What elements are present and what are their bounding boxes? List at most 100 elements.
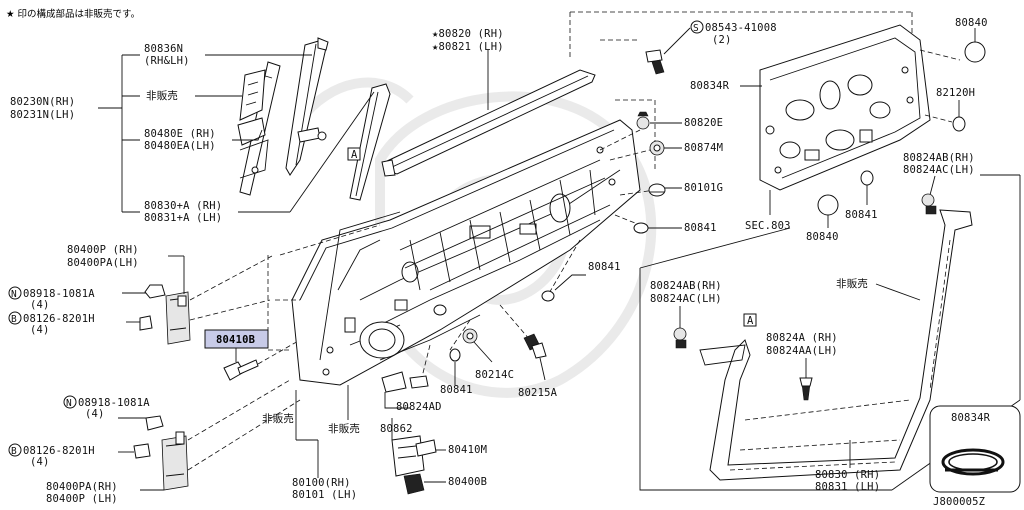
- n-circle-lower: N: [63, 395, 77, 409]
- label-80231n: 80231N(LH): [10, 109, 75, 121]
- label-80824ad: 80824AD: [396, 401, 442, 413]
- label-80824ab-top: 80824AB(RH): [903, 152, 975, 164]
- svg-text:B: B: [11, 314, 17, 325]
- plug-82120h: [952, 116, 966, 132]
- label-80824ab-mid: 80824AB(RH): [650, 280, 722, 292]
- upper-hinge-part: [126, 255, 273, 345]
- label-80230n: 80230N(RH): [10, 96, 75, 108]
- b-circle-upper: B: [8, 311, 22, 325]
- label-80480ea: 80480EA(LH): [144, 140, 216, 152]
- label-80862: 80862: [380, 423, 413, 435]
- plug-80840-b: [817, 194, 839, 216]
- label-80834r-inset: 80834R: [951, 412, 991, 424]
- label-hihanbai-4: 非販売: [836, 277, 868, 290]
- inset-80834r: [929, 405, 1021, 493]
- clip-80824a: [799, 377, 813, 401]
- ref-a-box-upper: A: [347, 147, 361, 161]
- label-08126-8201h-upper: 08126-8201H: [23, 313, 95, 325]
- svg-text:B: B: [11, 446, 17, 457]
- label-qty4-upper-n: (4): [30, 299, 50, 311]
- label-08126-8201h-lower: 08126-8201H: [23, 445, 95, 457]
- label-80215a: 80215A: [518, 387, 558, 399]
- label-80400pa: 80400PA(LH): [67, 257, 139, 269]
- label-80824aa: 80824AA(LH): [766, 345, 838, 357]
- label-08543-41008: 08543-41008: [705, 22, 777, 34]
- label-qty4-lower-n: (4): [85, 408, 105, 420]
- screw-08543: [645, 49, 665, 75]
- svg-text:N: N: [11, 289, 17, 300]
- svg-text:A: A: [351, 149, 358, 161]
- clip-80824ad: [381, 371, 429, 393]
- label-sec803: SEC.803: [745, 220, 791, 232]
- door-lock-part: [391, 418, 437, 495]
- note-text: ★ 印の構成部品は非販売です。: [6, 8, 140, 20]
- label-08918-1081a-upper: 08918-1081A: [23, 288, 95, 300]
- ref-a-box-lower: A: [743, 313, 757, 327]
- door-shell-part: [291, 119, 641, 386]
- clip-80824ab-top: [921, 193, 937, 215]
- seal-80841-c: [449, 348, 461, 362]
- label-80831a: 80831+A (LH): [144, 212, 222, 224]
- label-80841-c: 80841: [440, 384, 473, 396]
- left-leader-lines: [98, 54, 375, 213]
- n-circle-upper: N: [8, 286, 22, 300]
- label-80830a: 80830+A (RH): [144, 200, 222, 212]
- label-80831: 80831 (LH): [815, 481, 880, 493]
- label-80820e: 80820E: [684, 117, 723, 129]
- label-qty4-upper-b: (4): [30, 324, 50, 336]
- label-80400pa-rh: 80400PA(RH): [46, 481, 118, 493]
- label-80824ac-top: 80824AC(LH): [903, 164, 975, 176]
- seal-80841-b: [541, 290, 555, 302]
- label-80830: 80830 (RH): [815, 469, 880, 481]
- label-80480e: 80480E (RH): [144, 128, 216, 140]
- label-hihanbai-1: 非販売: [146, 89, 178, 102]
- label-80100: 80100(RH): [292, 477, 351, 489]
- label-80410m: 80410M: [448, 444, 487, 456]
- label-80400p: 80400P (RH): [67, 244, 139, 256]
- clip-80820e: [636, 111, 650, 130]
- clip-80874m: [649, 140, 665, 156]
- clip-80824ab-mid: [673, 327, 687, 349]
- label-80836n-sub: (RH&LH): [144, 55, 190, 67]
- part-80410b-highlight[interactable]: 80410B: [204, 329, 269, 349]
- lower-hinge-part: [118, 379, 301, 491]
- label-08918-1081a-lower: 08918-1081A: [78, 397, 150, 409]
- label-80824ac-mid: 80824AC(LH): [650, 293, 722, 305]
- plug-80840-a: [964, 41, 986, 63]
- label-80400p-lh: 80400P (LH): [46, 493, 118, 505]
- label-80874m: 80874M: [684, 142, 723, 154]
- label-qty2: (2): [712, 34, 732, 46]
- label-80841-b: 80841: [588, 261, 621, 273]
- label-80400b: 80400B: [448, 476, 487, 488]
- belt-molding-part: [381, 69, 596, 177]
- b-circle-lower: B: [8, 443, 22, 457]
- s-circle: S: [690, 20, 704, 34]
- label-80836n: 80836N: [144, 43, 183, 55]
- label-80101g: 80101G: [684, 182, 723, 194]
- bolt-80215a: [523, 333, 547, 359]
- svg-text:A: A: [747, 315, 754, 327]
- label-80820: ★80820 (RH): [432, 28, 504, 40]
- door-leader-lines: [295, 385, 349, 478]
- bolt-80410b: [223, 339, 301, 381]
- label-80834r: 80834R: [690, 80, 730, 92]
- label-hihanbai-3: 非販売: [328, 422, 360, 435]
- grommet-80214c: [462, 328, 478, 344]
- label-hihanbai-2: 非販売: [262, 412, 294, 425]
- label-80214c: 80214C: [475, 369, 514, 381]
- diagram-code: J800005Z: [933, 496, 985, 508]
- label-80824a: 80824A (RH): [766, 332, 838, 344]
- plug-80841-d: [860, 170, 874, 186]
- label-80840-a: 80840: [955, 17, 988, 29]
- label-80840-b: 80840: [806, 231, 839, 243]
- svg-text:N: N: [66, 398, 72, 409]
- inner-panel-80834r: [759, 24, 931, 191]
- svg-text:80410B: 80410B: [216, 334, 255, 346]
- clip-80101g: [648, 183, 666, 197]
- label-82120h: 82120H: [936, 87, 975, 99]
- label-80841-a: 80841: [684, 222, 717, 234]
- label-80821: ★80821 (LH): [432, 41, 504, 53]
- label-80101: 80101 (LH): [292, 489, 357, 501]
